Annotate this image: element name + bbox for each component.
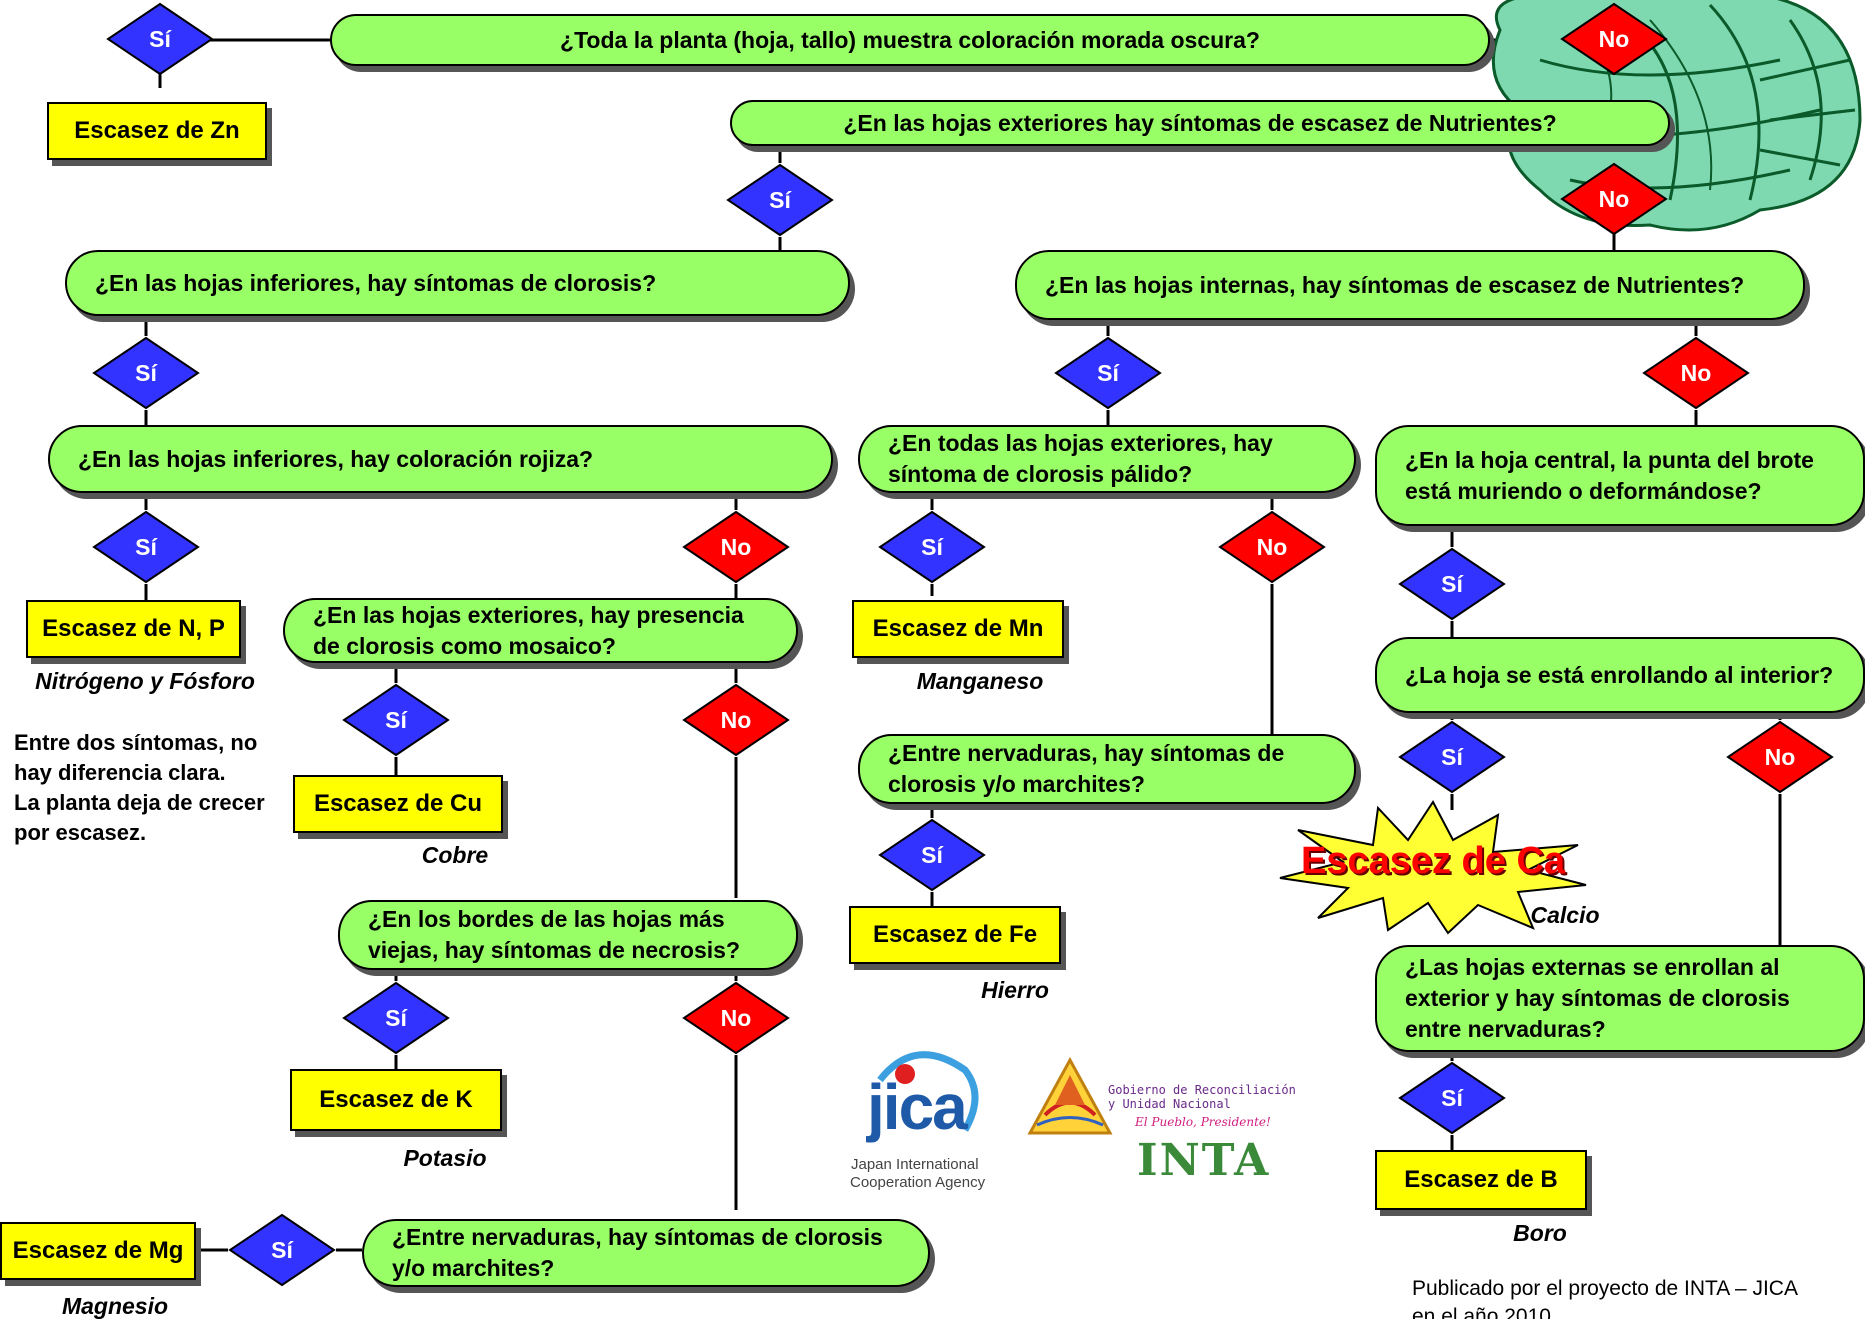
no-diamond-q1: No <box>1560 2 1668 76</box>
question-lower-leaves-reddish: ¿En las hojas inferiores, hay coloración… <box>48 425 833 493</box>
note-line-4: por escasez. <box>14 820 147 845</box>
note-text: Entre dos síntomas, no hay diferencia cl… <box>14 728 314 848</box>
question-central-leaf-tip: ¿En la hoja central, la punta del brote … <box>1375 425 1865 526</box>
yes-diamond-q8: Sí <box>342 683 450 757</box>
caption-mg: Magnesio <box>61 1293 169 1319</box>
yes-label: Sí <box>385 706 407 733</box>
caption-b: Boro <box>1513 1220 1567 1246</box>
yes-label: Sí <box>149 25 171 52</box>
no-diamond-q8: No <box>682 683 790 757</box>
no-label: No <box>720 1004 752 1031</box>
yes-diamond-q12: Sí <box>1398 1061 1506 1135</box>
yes-diamond-q11: Sí <box>342 981 450 1055</box>
yes-label: Sí <box>135 533 157 560</box>
yes-diamond-q1: Sí <box>106 2 214 76</box>
result-mn: Escasez de Mn <box>852 600 1064 658</box>
caption-mn: Manganeso <box>916 668 1044 694</box>
yes-diamond-q7: Sí <box>1398 547 1506 621</box>
gov-slogan: El Pueblo, Presidente! <box>1135 1115 1271 1129</box>
note-line-2: hay diferencia clara. <box>14 760 226 785</box>
no-diamond-q10: No <box>1726 720 1834 794</box>
yes-label: Sí <box>385 1004 407 1031</box>
publication-line-2: en el año 2010 <box>1412 1305 1551 1319</box>
yes-label: Sí <box>921 533 943 560</box>
result-cu: Escasez de Cu <box>293 775 503 833</box>
question-whole-plant-purple: ¿Toda la planta (hoja, tallo) muestra co… <box>330 14 1490 66</box>
no-label: No <box>1598 185 1630 212</box>
yes-label: Sí <box>1441 1084 1463 1111</box>
result-ca: Escasez de Ca <box>1300 840 1566 882</box>
question-outer-leaves-roll-outward: ¿Las hojas externas se enrollan al exter… <box>1375 945 1865 1052</box>
yes-diamond-q10: Sí <box>1398 720 1506 794</box>
caption-fe: Hierro <box>981 977 1049 1003</box>
no-diamond-q6: No <box>1218 510 1326 584</box>
gov-line-2: y Unidad Nacional <box>1108 1097 1231 1111</box>
question-outer-leaves-deficiency: ¿En las hojas exteriores hay síntomas de… <box>730 100 1670 146</box>
yes-diamond-q2: Sí <box>726 163 834 237</box>
question-outer-leaves-mosaic: ¿En las hojas exteriores, hay presencia … <box>283 598 798 663</box>
no-label: No <box>1598 25 1630 52</box>
caption-cu: Cobre <box>421 842 489 868</box>
yes-diamond-q4: Sí <box>1054 336 1162 410</box>
result-k: Escasez de K <box>290 1069 502 1131</box>
note-line-1: Entre dos síntomas, no <box>14 730 258 755</box>
question-old-leaf-edge-necrosis: ¿En los bordes de las hojas más viejas, … <box>338 900 798 970</box>
yes-label: Sí <box>769 186 791 213</box>
jica-name-line-1: Japan International <box>851 1156 979 1173</box>
no-label: No <box>720 533 752 560</box>
question-leaf-rolling-inward: ¿La hoja se está enrollando al interior? <box>1375 637 1865 713</box>
gov-triangle-emblem <box>1027 1056 1113 1135</box>
no-diamond-q4: No <box>1642 336 1750 410</box>
result-n-p: Escasez de N, P <box>26 600 241 658</box>
result-fe: Escasez de Fe <box>849 906 1061 964</box>
note-line-3: La planta deja de crecer <box>14 790 265 815</box>
yes-label: Sí <box>135 359 157 386</box>
publication-line-1: Publicado por el proyecto de INTA – JICA <box>1412 1277 1798 1300</box>
yes-label: Sí <box>1441 743 1463 770</box>
yes-diamond-q3: Sí <box>92 336 200 410</box>
caption-np: Nitrógeno y Fósforo <box>35 668 255 694</box>
publication-note: Publicado por el proyecto de INTA – JICA… <box>1412 1275 1862 1319</box>
question-inner-leaves-deficiency: ¿En las hojas internas, hay síntomas de … <box>1015 250 1805 320</box>
no-label: No <box>720 706 752 733</box>
no-diamond-q11: No <box>682 981 790 1055</box>
yes-diamond-q5: Sí <box>92 510 200 584</box>
result-b: Escasez de B <box>1375 1150 1587 1210</box>
inta-wordmark: INTA <box>1137 1135 1271 1186</box>
no-diamond-q2: No <box>1560 162 1668 236</box>
question-lower-leaves-chlorosis: ¿En las hojas inferiores, hay síntomas d… <box>65 250 850 316</box>
result-zn: Escasez de Zn <box>47 102 267 160</box>
gov-inta-logo: Gobierno de Reconciliación y Unidad Naci… <box>1025 1055 1345 1190</box>
question-interveinal-chlorosis-fe: ¿Entre nervaduras, hay síntomas de cloro… <box>858 734 1356 804</box>
calcium-burst-star <box>1279 800 1587 935</box>
yes-label: Sí <box>1441 570 1463 597</box>
yes-diamond-q13: Sí <box>228 1213 336 1287</box>
no-label: No <box>1256 533 1288 560</box>
yes-diamond-q9: Sí <box>878 818 986 892</box>
jica-name-line-2: Cooperation Agency <box>850 1174 986 1191</box>
caption-ca: Calcio <box>1530 902 1600 928</box>
jica-logo: jica Japan International Cooperation Age… <box>845 1040 1005 1195</box>
no-label: No <box>1680 359 1712 386</box>
gov-line-1: Gobierno de Reconciliación <box>1108 1083 1296 1097</box>
result-mg: Escasez de Mg <box>0 1222 196 1280</box>
question-outer-leaves-pale-chlorosis: ¿En todas las hojas exteriores, hay sínt… <box>858 425 1356 493</box>
jica-wordmark: jica <box>867 1071 968 1143</box>
no-diamond-q5: No <box>682 510 790 584</box>
yes-label: Sí <box>271 1236 293 1263</box>
yes-label: Sí <box>921 841 943 868</box>
yes-diamond-q6: Sí <box>878 510 986 584</box>
question-interveinal-chlorosis-mg: ¿Entre nervaduras, hay síntomas de cloro… <box>362 1219 930 1287</box>
jica-swoosh-icon <box>877 1051 979 1132</box>
caption-k: Potasio <box>403 1145 487 1171</box>
no-label: No <box>1764 743 1796 770</box>
yes-label: Sí <box>1097 359 1119 386</box>
